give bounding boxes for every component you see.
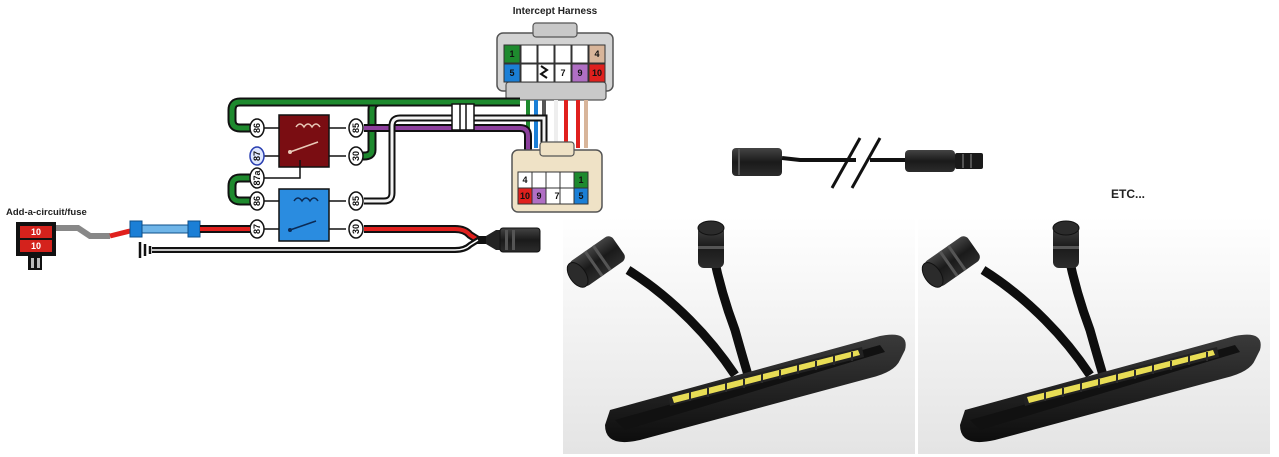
svg-text:87: 87 bbox=[252, 151, 262, 161]
inline-fuse-holder bbox=[109, 220, 201, 239]
svg-text:85: 85 bbox=[351, 123, 361, 133]
relay-lower-pin-86: 86 bbox=[249, 191, 265, 211]
bottom-pin-5: 5 bbox=[578, 191, 583, 201]
svg-text:30: 30 bbox=[351, 151, 361, 161]
bottom-pin-9: 9 bbox=[536, 191, 541, 201]
led-strip-1 bbox=[668, 347, 864, 406]
relay-upper-pin-86: 86 bbox=[249, 118, 265, 138]
output-plug bbox=[486, 227, 541, 253]
svg-text:86: 86 bbox=[252, 196, 262, 206]
top-pin-9: 9 bbox=[577, 68, 582, 78]
fuse-tap-icon: 10 10 bbox=[16, 222, 110, 270]
purple-wire bbox=[364, 124, 532, 150]
relay-upper-pin-85: 85 bbox=[348, 118, 364, 138]
relay-upper: 86 87 85 30 bbox=[249, 114, 364, 168]
relay-lower-pin-87a: 87a bbox=[249, 167, 265, 189]
intercept-connector-top: 1 4 5 7 9 10 bbox=[496, 22, 614, 101]
bottom-pin-7: 7 bbox=[554, 191, 559, 201]
harness-pass-through-wires bbox=[526, 100, 588, 148]
bottom-pin-10: 10 bbox=[520, 191, 530, 201]
led-strip-2 bbox=[1023, 347, 1219, 406]
led-light-bar-photo-2 bbox=[918, 216, 1270, 454]
intercept-connector-bottom: 4 10 9 7 1 5 bbox=[511, 141, 603, 213]
svg-text:86: 86 bbox=[252, 123, 262, 133]
svg-text:87: 87 bbox=[252, 224, 262, 234]
bottom-pin-1: 1 bbox=[578, 175, 583, 185]
extension-cable bbox=[732, 137, 983, 189]
top-pin-7: 7 bbox=[560, 68, 565, 78]
relay-upper-pin-87: 87 bbox=[249, 146, 265, 166]
top-pin-4: 4 bbox=[594, 49, 599, 59]
etc-label: ETC... bbox=[1111, 187, 1145, 201]
fuse-value-bottom: 10 bbox=[31, 241, 41, 251]
relay-lower-pin-87: 87 bbox=[249, 219, 265, 239]
top-pin-1: 1 bbox=[509, 49, 514, 59]
bottom-pin-4: 4 bbox=[522, 175, 527, 185]
relay-lower-pin-30: 30 bbox=[348, 219, 364, 239]
led-light-bar-photo-1 bbox=[563, 216, 915, 454]
fuse-value-top: 10 bbox=[31, 227, 41, 237]
svg-text:30: 30 bbox=[351, 224, 361, 234]
wire-split-marker bbox=[451, 103, 475, 131]
fuse-tap-label: Add-a-circuit/fuse bbox=[6, 207, 87, 218]
top-pin-10: 10 bbox=[592, 68, 602, 78]
svg-text:85: 85 bbox=[351, 196, 361, 206]
top-pin-5: 5 bbox=[509, 68, 514, 78]
trigger-wire bbox=[364, 114, 548, 205]
output-wires bbox=[152, 225, 486, 253]
relay-lower-pin-85: 85 bbox=[348, 191, 364, 211]
intercept-harness-title: Intercept Harness bbox=[513, 6, 598, 17]
svg-text:87a: 87a bbox=[252, 170, 262, 186]
relay-link-wire bbox=[264, 160, 301, 179]
ground-icon bbox=[138, 242, 152, 258]
relay-lower: 87a 86 87 85 30 bbox=[249, 167, 364, 242]
relay-upper-pin-30: 30 bbox=[348, 146, 364, 166]
